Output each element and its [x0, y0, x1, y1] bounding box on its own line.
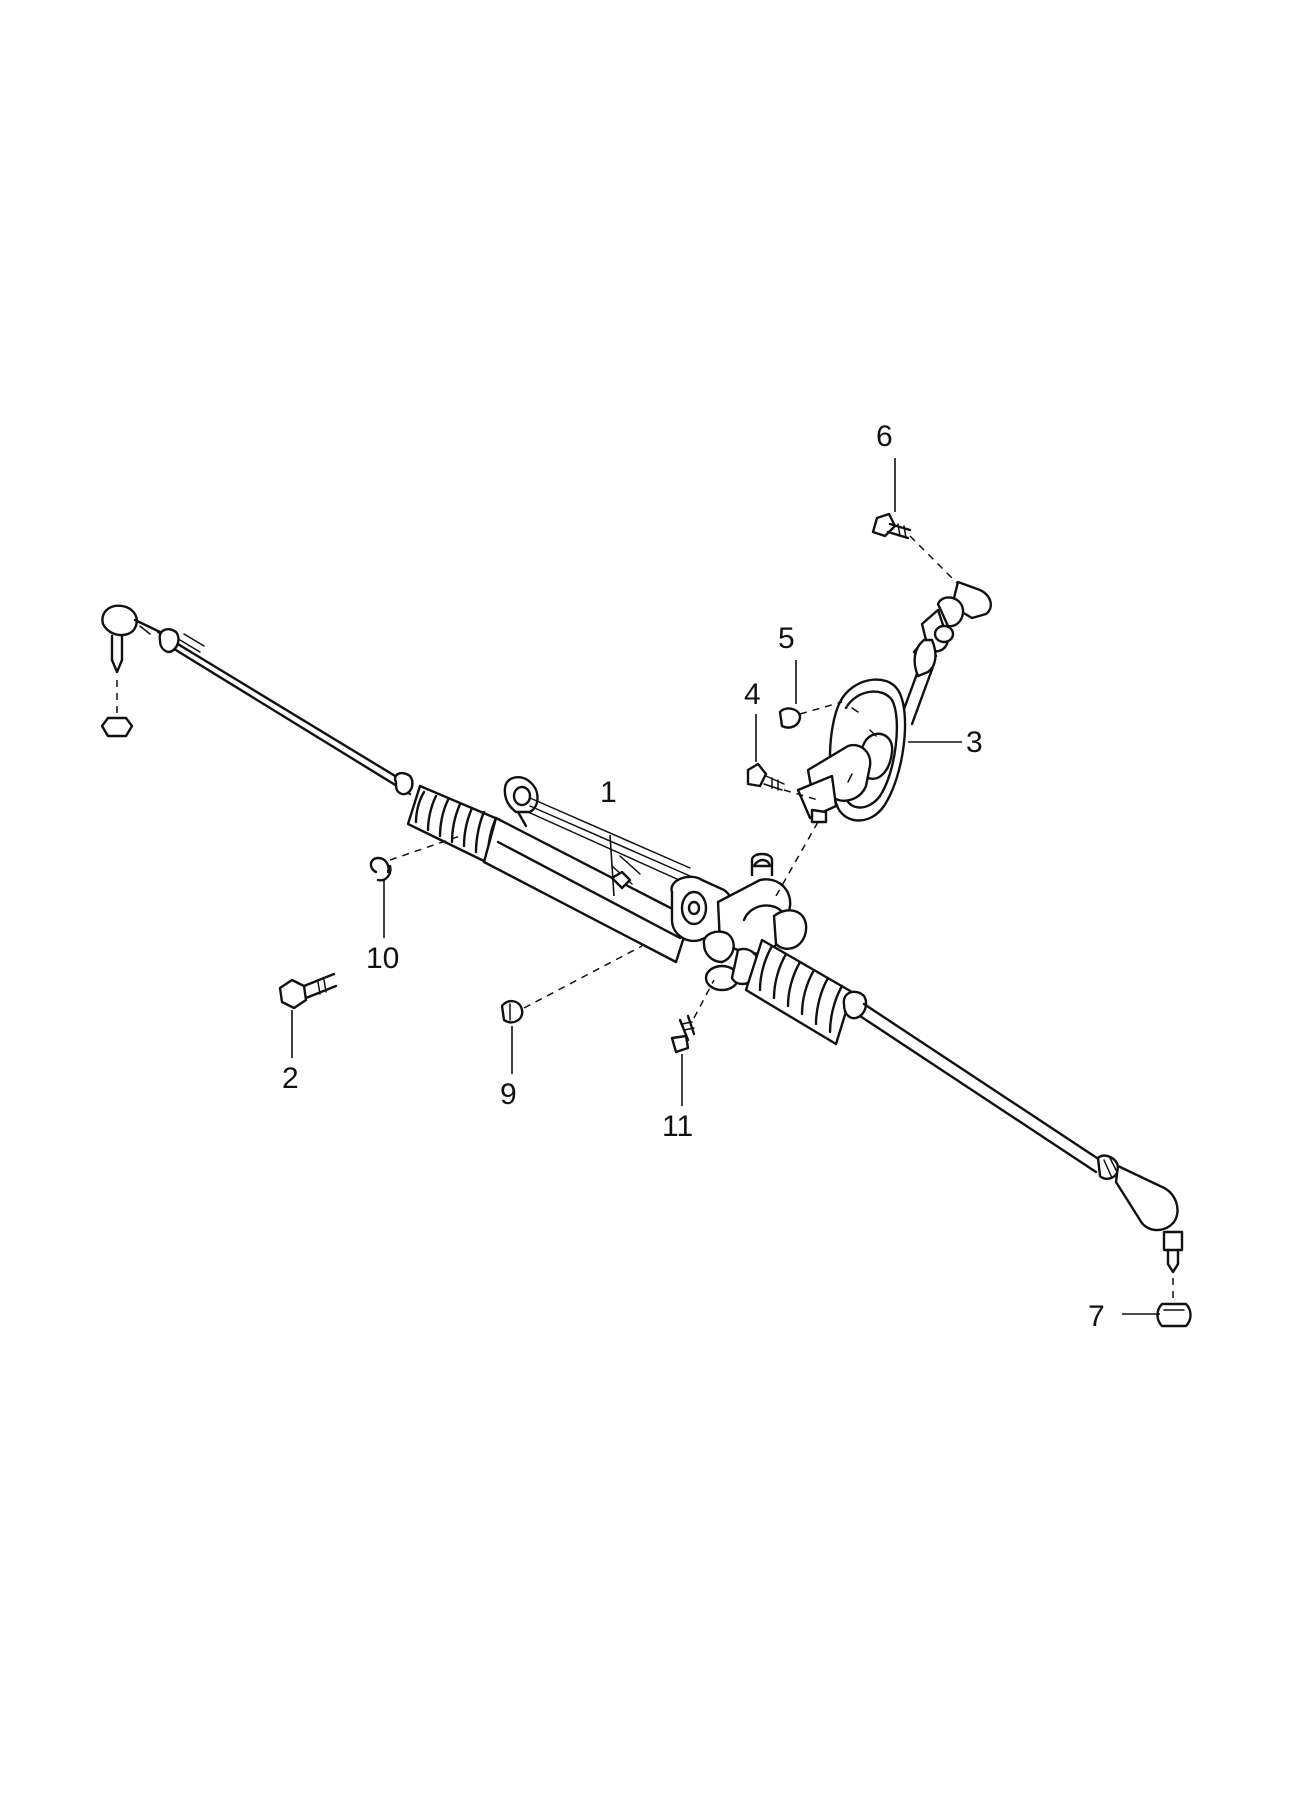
callout-4: 4: [744, 678, 761, 711]
bolt-2: [278, 972, 338, 1010]
bolt-4: [746, 762, 785, 791]
nut-5: [778, 707, 802, 729]
callout-9: 9: [500, 1078, 517, 1111]
right-bellows-boot: [744, 938, 868, 1046]
left-tie-rod-end: [101, 604, 162, 674]
left-tie-rod: [156, 628, 414, 796]
right-tie-rod: [858, 1002, 1120, 1180]
universal-joint-shaft: [898, 580, 992, 726]
left-bellows-boot: [406, 784, 502, 864]
callout-5: 5: [778, 622, 795, 655]
callout-1: 1: [600, 776, 617, 809]
nut-9: [500, 999, 524, 1024]
assembly-guide-lines: [389, 535, 959, 1019]
callout-11: 11: [662, 1110, 693, 1143]
pinion-valve-housing: [670, 852, 808, 992]
right-tie-rod-nut: [1156, 1278, 1192, 1328]
rack-housing: [482, 776, 692, 964]
callout-3: 3: [966, 726, 983, 759]
bolt-6: [871, 512, 912, 540]
pinion-cover-plate: [796, 678, 907, 824]
right-tie-rod-end: [1114, 1164, 1184, 1274]
callout-10: 10: [366, 942, 399, 975]
bolt-11: [670, 1014, 696, 1054]
leader-lines: [291, 458, 1160, 1315]
washer-10: [369, 856, 392, 882]
left-tie-rod-nut: [100, 680, 134, 738]
callout-6: 6: [876, 420, 893, 453]
callout-7: 7: [1088, 1300, 1105, 1333]
callout-2: 2: [282, 1062, 299, 1095]
